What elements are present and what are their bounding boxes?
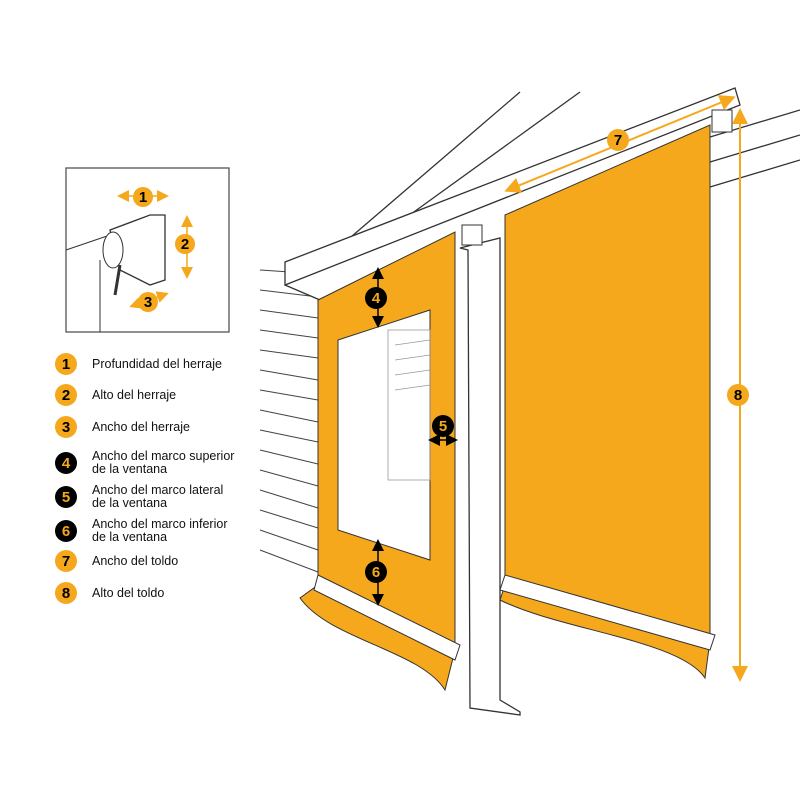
- legend-label: Profundidad del herraje: [92, 356, 222, 371]
- legend-label: Ancho del toldo: [92, 553, 179, 568]
- legend-label: Ancho del herraje: [92, 419, 190, 434]
- legend-label: Alto del herraje: [92, 387, 177, 402]
- badge-4: 4: [372, 290, 381, 307]
- legend-badge: 3: [55, 416, 77, 438]
- legend-item: 1 Profundidad del herraje: [55, 353, 222, 375]
- window-cutout: [337, 309, 431, 561]
- legend-item: 3 Ancho del herraje: [55, 416, 190, 438]
- bracket-icon: [711, 109, 733, 133]
- post: [459, 237, 521, 716]
- legend-item: 2 Alto del herraje: [55, 384, 176, 406]
- bracket-icon: [461, 224, 483, 246]
- legend-badge: 6: [55, 520, 77, 542]
- legend-item: 5 Ancho del marco lateral de la ventana: [55, 484, 223, 510]
- legend-label: Ancho del marco lateral de la ventana: [92, 483, 224, 510]
- legend-badge: 4: [55, 452, 77, 474]
- legend-label: Alto del toldo: [92, 585, 165, 600]
- legend-item: 6 Ancho del marco inferior de la ventana: [55, 518, 227, 544]
- badge-8: 8: [734, 387, 742, 404]
- legend-item: 4 Ancho del marco superior de la ventana: [55, 450, 234, 476]
- legend-label: Ancho del marco superior de la ventana: [92, 449, 235, 476]
- legend-item: 8 Alto del toldo: [55, 582, 164, 604]
- legend-badge: 7: [55, 550, 77, 572]
- badge-1: 1: [139, 189, 147, 206]
- legend-badge: 8: [55, 582, 77, 604]
- legend-badge: 5: [55, 486, 77, 508]
- legend-badge: 1: [55, 353, 77, 375]
- badge-5: 5: [439, 418, 447, 435]
- right-shade: [499, 124, 716, 680]
- wall-siding: [259, 269, 319, 573]
- badge-3: 3: [144, 294, 152, 311]
- badge-2: 2: [181, 236, 189, 253]
- left-shade: [299, 231, 461, 692]
- legend-badge: 2: [55, 384, 77, 406]
- legend-item: 7 Ancho del toldo: [55, 550, 178, 572]
- badge-6: 6: [372, 564, 380, 581]
- badge-7: 7: [614, 132, 622, 149]
- legend-label: Ancho del marco inferior de la ventana: [92, 517, 228, 544]
